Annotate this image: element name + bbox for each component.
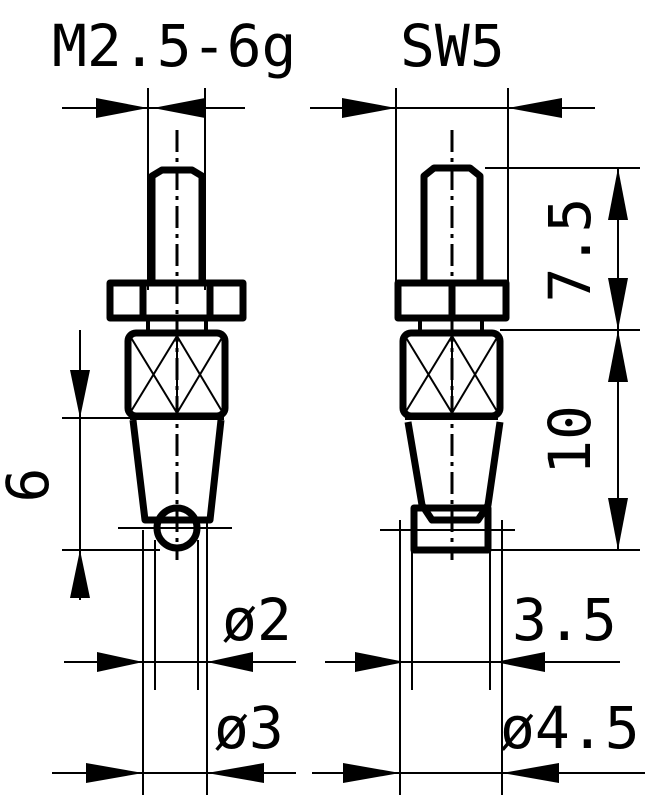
height-10-label: 10 (536, 405, 604, 475)
diameter-4-5-label: ø4.5 (500, 694, 640, 762)
thread-label: M2.5-6g (52, 12, 296, 80)
height-6-label: 6 (0, 468, 62, 503)
width-3-5-label: 3.5 (512, 586, 617, 654)
height-7-5-label: 7.5 (536, 198, 604, 303)
wrench-size-label: SW5 (400, 12, 505, 80)
diameter-2-label: ø2 (222, 586, 292, 654)
diameter-3-label: ø3 (214, 694, 284, 762)
left-probe (52, 88, 296, 795)
right-probe (310, 88, 645, 795)
